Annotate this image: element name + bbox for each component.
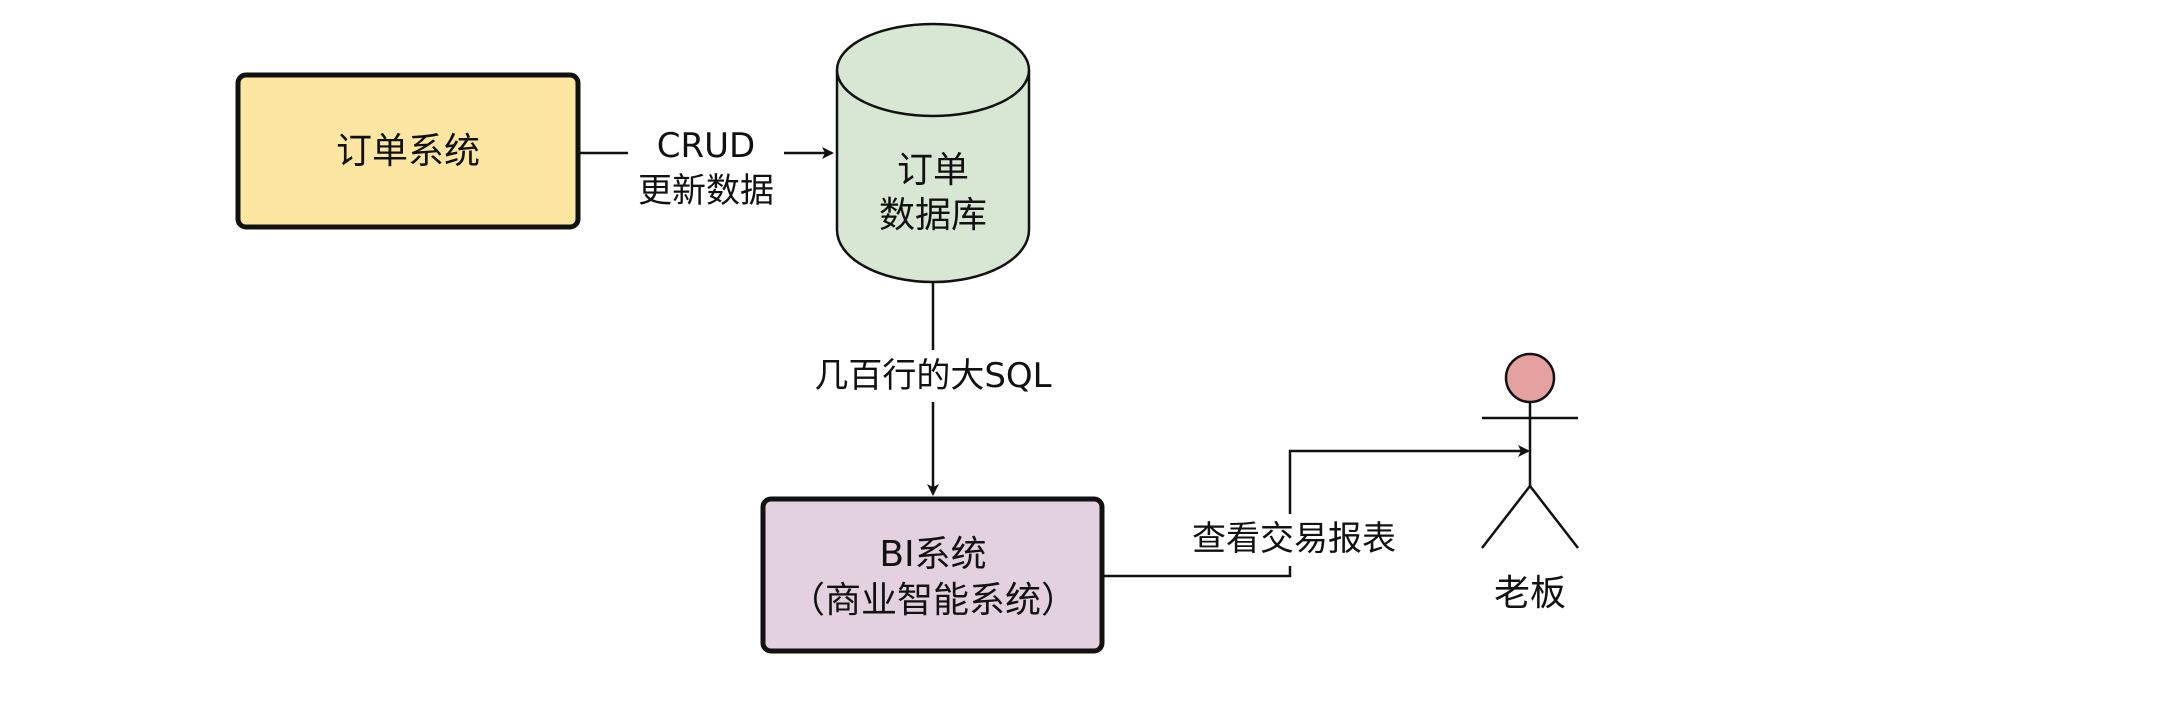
bi-system-box [760, 496, 1105, 654]
order-system-box [235, 72, 581, 230]
order-db-label-line2: 数据库 [879, 195, 987, 236]
actor-head [1504, 352, 1556, 404]
edge-big-sql: 几百行的大SQL [794, 282, 1072, 496]
order-db-label-line1: 订单 [897, 150, 969, 191]
node-boss: 老板 [1481, 352, 1579, 614]
actor-icon [1481, 352, 1579, 549]
edge-view-report-label: 查看交易报表 [1192, 519, 1396, 559]
boss-label: 老板 [1494, 573, 1566, 614]
edge-view-report-label-bg [1176, 514, 1412, 566]
node-order-db: 订单 数据库 [835, 22, 1031, 284]
node-order-system: 订单系统 [235, 72, 581, 230]
bi-system-label-line2: （商业智能系统） [789, 580, 1077, 621]
node-bi-system: BI系统 （商业智能系统） [760, 496, 1105, 654]
edge-crud-label-bg [628, 124, 784, 212]
bi-system-label-line1: BI系统 [879, 534, 986, 575]
edge-crud-label-line2: 更新数据 [638, 171, 774, 211]
edge-crud: CRUD 更新数据 [578, 124, 834, 212]
edge-view-report: 查看交易报表 [1102, 445, 1530, 578]
order-system-label: 订单系统 [336, 131, 480, 172]
edge-crud-label-line1: CRUD [657, 126, 755, 166]
edge-view-report-line [1102, 445, 1530, 578]
order-db-cylinder-body [835, 70, 1031, 284]
order-db-cylinder-top [835, 22, 1031, 118]
edge-big-sql-label-bg [794, 350, 1072, 402]
edge-big-sql-label: 几百行的大SQL [814, 356, 1051, 396]
